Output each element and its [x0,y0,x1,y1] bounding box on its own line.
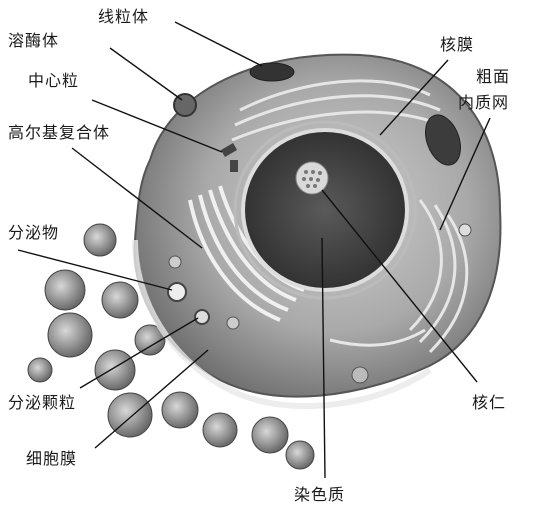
secretion-vesicle [168,283,186,301]
label-lysosome: 溶酶体 [8,32,59,50]
leader-lysosome [110,48,182,100]
centriole-body-2 [230,160,238,172]
leader-mitochondrion [175,22,262,66]
label-secretory-granule: 分泌颗粒 [8,394,76,412]
vesicle [352,367,368,383]
label-cell-membrane: 细胞膜 [26,450,77,468]
vesicle [459,224,471,236]
secretory-granule-body [195,310,209,324]
label-golgi: 高尔基复合体 [8,124,110,142]
label-chromatin: 染色质 [294,486,345,504]
vesicle [169,256,181,268]
mitochondrion-top [250,63,294,81]
label-secretion: 分泌物 [8,224,59,242]
vesicle [227,317,239,329]
label-rough-er-line2: 内质网 [458,94,509,112]
label-mitochondrion: 线粒体 [98,8,149,26]
label-centriole: 中心粒 [28,72,79,90]
label-nuclear-envelope: 核膜 [440,36,474,54]
nucleus [243,130,407,290]
label-rough-er-line1: 粗面 [476,68,510,86]
label-nucleolus: 核仁 [472,394,506,412]
